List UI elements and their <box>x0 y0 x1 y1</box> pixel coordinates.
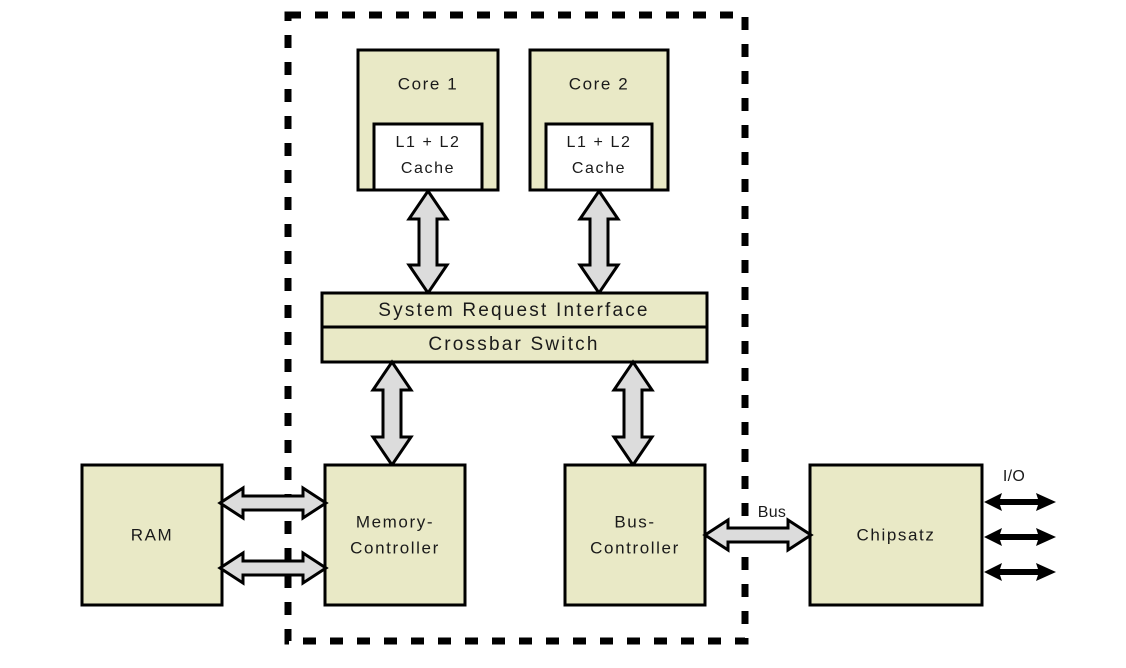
ram-box[interactable] <box>80 463 224 607</box>
core-2-cache-label-line2: Cache <box>572 160 626 177</box>
core-2-label: Core 2 <box>569 74 630 93</box>
arrow-ram-to-memory-controller-lower <box>217 550 329 586</box>
io-arrow-1 <box>984 493 1056 511</box>
memory-controller-label-line1: Memory- <box>356 512 434 531</box>
bus-label: Bus <box>758 504 786 521</box>
arrow-crossbar-to-memory-controller <box>370 359 414 468</box>
bus-controller-label-line1: Bus- <box>614 512 655 531</box>
ram-label: RAM <box>131 525 174 544</box>
core-2-cache-label-line1: L1 + L2 <box>566 134 631 151</box>
core-1-label: Core 1 <box>398 74 459 93</box>
bus-controller-label-line2: Controller <box>590 538 680 557</box>
core-1-cache-label-line1: L1 + L2 <box>395 134 460 151</box>
crossbar-switch-box[interactable] <box>320 325 709 364</box>
memory-controller-label-line2: Controller <box>350 538 440 557</box>
arrow-ram-to-memory-controller-upper <box>217 485 329 521</box>
core-1-cache-box[interactable] <box>372 122 484 192</box>
chipsatz-label: Chipsatz <box>857 525 936 544</box>
memory-controller-box[interactable] <box>323 463 467 607</box>
io-arrow-2 <box>984 528 1056 546</box>
arrow-core1-to-sri <box>406 188 450 296</box>
crossbar-switch-label: Crossbar Switch <box>428 334 599 355</box>
io-label: I/O <box>1003 468 1025 485</box>
chipsatz-box[interactable] <box>808 463 984 607</box>
cpu-die-boundary <box>284 11 749 645</box>
arrow-core2-to-sri <box>577 188 621 296</box>
bus-controller-box[interactable] <box>563 463 707 607</box>
arrow-bus-controller-to-chipsatz <box>702 517 814 553</box>
system-request-interface-label: System Request Interface <box>378 300 649 321</box>
io-arrow-3 <box>984 563 1056 581</box>
core-1-cache-label-line2: Cache <box>401 160 455 177</box>
arrow-crossbar-to-bus-controller <box>611 359 655 468</box>
